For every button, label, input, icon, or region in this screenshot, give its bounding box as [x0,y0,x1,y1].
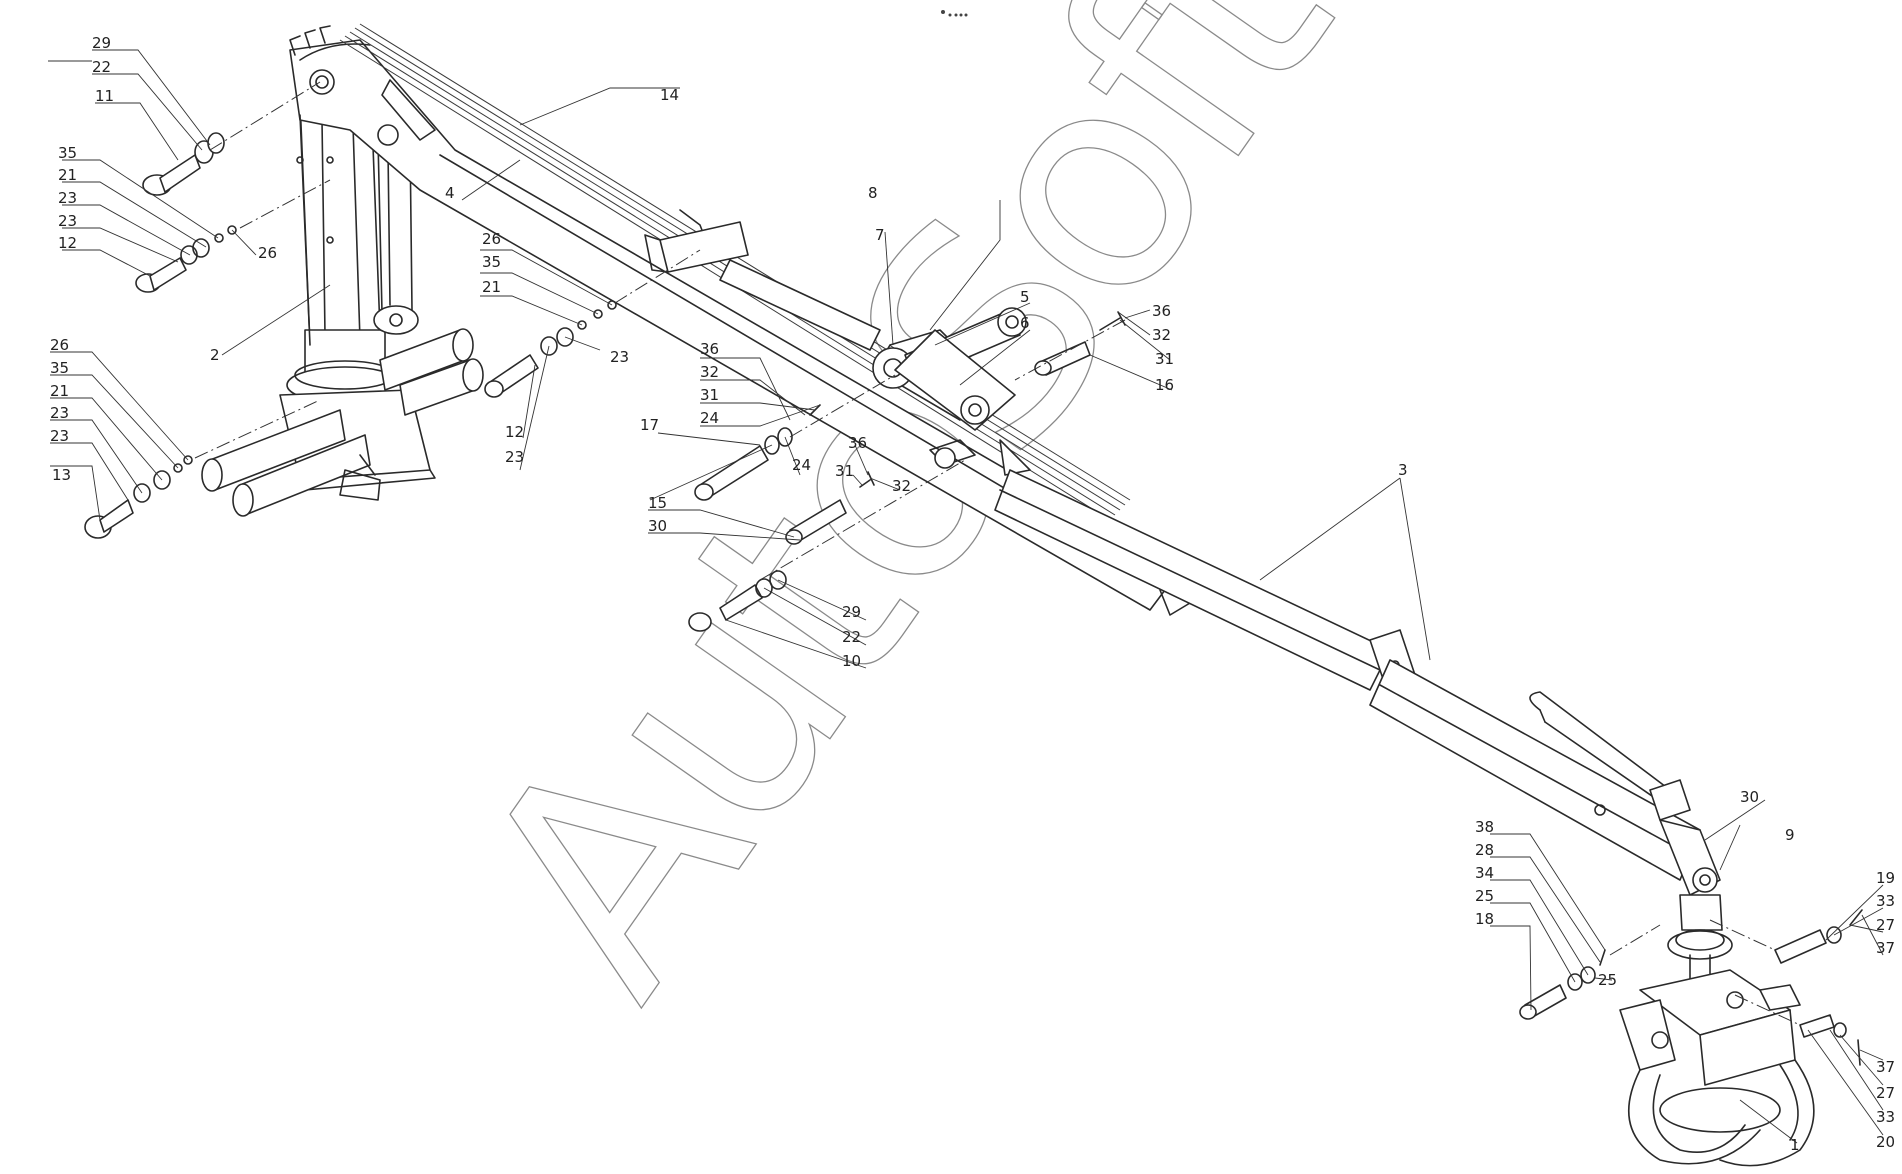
callout-12: 12 [505,423,524,441]
callout-27: 27 [1876,1084,1895,1102]
callout-15: 15 [648,494,667,512]
callout-24: 24 [792,456,811,474]
callout-38: 38 [1475,818,1494,836]
callout-30: 30 [648,517,667,535]
callout-17: 17 [640,416,659,434]
callout-30: 30 [1740,788,1759,806]
callout-35: 35 [482,253,501,271]
callout-20: 20 [1876,1133,1895,1151]
boom-lift-cylinder [644,221,881,351]
watermark-text: AutoSoft [412,0,1394,1051]
callout-labels: 29 22 11 35 21 23 23 12 26 2 26 35 21 23… [50,34,1895,1154]
callout-2: 2 [210,346,220,364]
callout-35: 35 [58,144,77,162]
callout-13: 13 [52,466,71,484]
callout-4: 4 [445,184,455,202]
callout-29: 29 [92,34,111,52]
callout-37: 37 [1876,939,1895,957]
callout-21: 21 [50,382,69,400]
top-mark [941,10,968,17]
callout-6: 6 [1020,314,1030,332]
crane-base [201,328,484,517]
callout-32: 32 [892,477,911,495]
pins-and-washers [84,132,1863,1066]
callout-21: 21 [482,278,501,296]
callout-3: 3 [1398,461,1408,479]
callout-34: 34 [1475,864,1494,882]
callout-32: 32 [700,363,719,381]
callout-28: 28 [1475,841,1494,859]
callout-31: 31 [1155,350,1174,368]
callout-32: 32 [1152,326,1171,344]
callout-37: 37 [1876,1058,1895,1076]
callout-1: 1 [1790,1136,1800,1154]
callout-23: 23 [50,427,69,445]
callout-23: 23 [505,448,524,466]
callout-11: 11 [95,87,114,105]
callout-23: 23 [58,189,77,207]
callout-23: 23 [610,348,629,366]
callout-9: 9 [1785,826,1795,844]
rotator [1667,894,1733,981]
callout-26: 26 [482,230,501,248]
callout-35: 35 [50,359,69,377]
callout-36: 36 [848,434,867,452]
callout-19: 19 [1876,869,1895,887]
grapple [1619,969,1815,1167]
callout-16: 16 [1155,376,1174,394]
callout-12: 12 [58,234,77,252]
callout-29: 29 [842,603,861,621]
callout-33: 33 [1876,1108,1895,1126]
callout-24: 24 [700,409,719,427]
callout-8: 8 [868,184,878,202]
callout-14: 14 [660,86,679,104]
extension-handle [1529,691,1691,821]
callout-5: 5 [1020,288,1030,306]
leader-lines [48,49,1884,1144]
callout-26: 26 [50,336,69,354]
callout-22: 22 [92,58,111,76]
link-plates [872,307,1031,476]
callout-33: 33 [1876,892,1895,910]
callout-31: 31 [700,386,719,404]
callout-36: 36 [700,340,719,358]
callout-26: 26 [258,244,277,262]
center-lines [194,81,1801,1026]
callout-18: 18 [1475,910,1494,928]
callout-23: 23 [58,212,77,230]
callout-31: 31 [835,462,854,480]
callout-27: 27 [1876,916,1895,934]
callout-21: 21 [58,166,77,184]
callout-7: 7 [875,226,885,244]
telescopic-boom [994,469,1721,896]
callout-23: 23 [50,404,69,422]
callout-36: 36 [1152,302,1171,320]
callout-25: 25 [1598,971,1617,989]
callout-10: 10 [842,652,861,670]
column-cylinder [373,137,419,335]
callout-25: 25 [1475,887,1494,905]
callout-22: 22 [842,628,861,646]
